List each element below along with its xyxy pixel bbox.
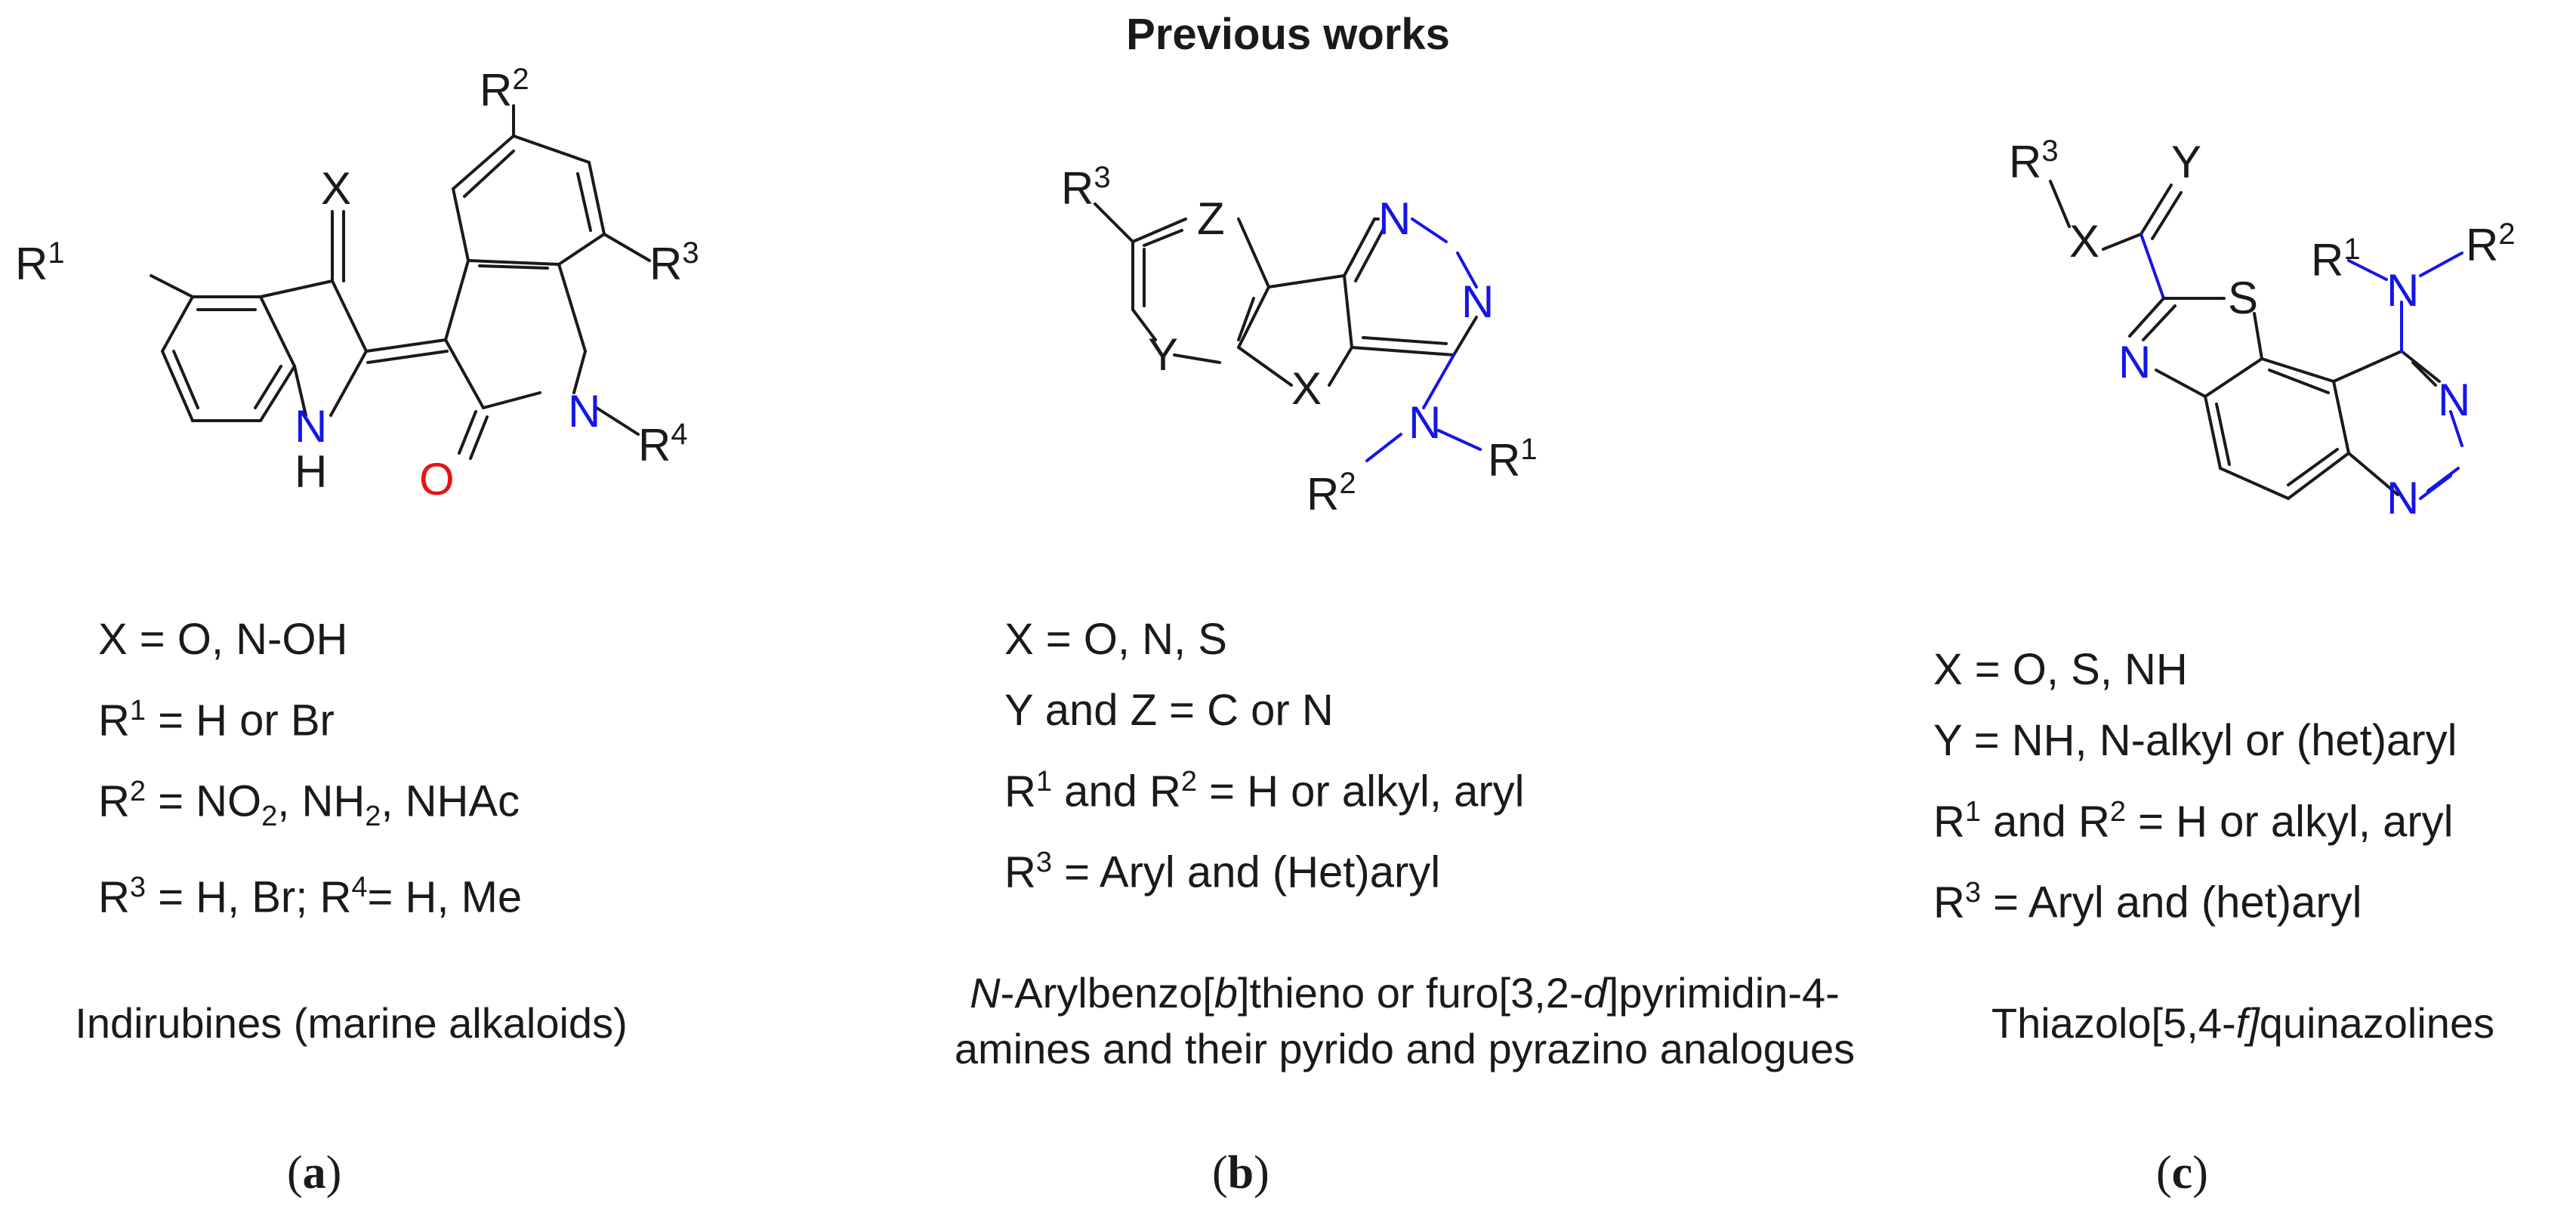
atom-y-label: Y bbox=[1148, 329, 1178, 380]
atom-x-label: X bbox=[321, 163, 351, 214]
atom-n-label: N bbox=[2118, 337, 2151, 387]
atom-n-label: N bbox=[2386, 473, 2419, 523]
atom-x-label: X bbox=[2069, 216, 2099, 267]
panel-label-a: (a) bbox=[287, 1147, 342, 1199]
atom-n-label: N bbox=[1408, 397, 1441, 448]
structure-thiazoloquinazoline: R3 Y X S N R1 R2 N N N bbox=[1964, 98, 2568, 582]
legend-line: R1 and R2 = H or alkyl, aryl bbox=[1004, 766, 1525, 816]
legend-line: R3 = Aryl and (Het)aryl bbox=[1004, 847, 1441, 897]
legend-line: Y and Z = C or N bbox=[1004, 686, 1334, 735]
caption-a: Indirubines (marine alkaloids) bbox=[75, 999, 628, 1047]
caption-b: N-Arylbenzo[b]thieno or furo[3,2-d]pyrim… bbox=[906, 965, 1903, 1077]
structure-benzothienopyrimidine: R3 Z Y X N N N R2 R1 bbox=[1035, 113, 1654, 536]
atom-n-label: N bbox=[1378, 193, 1411, 244]
legend-a: X = O, N-OH R1 = H or Br R2 = NO2, NH2, … bbox=[98, 604, 522, 933]
legend-line: X = O, N-OH bbox=[98, 615, 348, 664]
atom-r1-label: R1 bbox=[2311, 233, 2361, 285]
legend-line: R3 = Aryl and (het)aryl bbox=[1933, 877, 2362, 927]
atom-r2-label: R2 bbox=[1307, 467, 1356, 520]
atom-h-label: H bbox=[295, 446, 327, 497]
legend-line: R2 = NO2, NH2, NHAc bbox=[98, 776, 520, 833]
figure-title: Previous works bbox=[1126, 10, 1450, 59]
atom-r3-label: R3 bbox=[1061, 161, 1111, 214]
atom-n-label: N bbox=[2438, 375, 2470, 425]
structure-indirubin: X R1 R2 R3 R4 N H N O bbox=[0, 63, 740, 604]
atom-r2-label: R2 bbox=[2466, 218, 2516, 270]
legend-line: R3 = H, Br; R4= H, Me bbox=[98, 872, 523, 922]
legend-line: X = O, N, S bbox=[1004, 615, 1227, 664]
legend-c: X = O, S, NH Y = NH, N-alkyl or (het)ary… bbox=[1933, 634, 2457, 939]
legend-line: Y = NH, N-alkyl or (het)aryl bbox=[1933, 716, 2457, 765]
atom-y-label: Y bbox=[2171, 137, 2201, 187]
atom-r2-label: R2 bbox=[480, 63, 529, 116]
atom-n-label: N bbox=[2386, 265, 2419, 316]
atom-r3-label: R3 bbox=[2009, 134, 2059, 187]
legend-line: R1 and R2 = H or alkyl, aryl bbox=[1933, 796, 2454, 847]
atom-r3-label: R3 bbox=[649, 236, 699, 289]
legend-b: X = O, N, S Y and Z = C or N R1 and R2 =… bbox=[1004, 604, 1525, 909]
caption-line: amines and their pyrido and pyrazino ana… bbox=[954, 1025, 1856, 1072]
atom-r4-label: R4 bbox=[638, 418, 688, 471]
atom-n-label: N bbox=[568, 386, 600, 437]
panel-label-b: (b) bbox=[1212, 1147, 1269, 1199]
atom-x-label: X bbox=[1291, 363, 1322, 414]
legend-line: R1 = H or Br bbox=[98, 695, 335, 745]
caption-c: Thiazolo[5,4-f]quinazolines bbox=[1991, 999, 2495, 1047]
atom-r1-label: R1 bbox=[15, 236, 65, 289]
atom-s-label: S bbox=[2228, 273, 2258, 323]
atom-n-label: N bbox=[1461, 276, 1494, 327]
atom-r1-label: R1 bbox=[1488, 433, 1538, 486]
legend-line: X = O, S, NH bbox=[1933, 645, 2188, 694]
atom-o-label: O bbox=[419, 454, 455, 505]
panel-label-c: (c) bbox=[2156, 1147, 2208, 1199]
atom-nh-label: N bbox=[295, 401, 327, 452]
caption-line: N-Arylbenzo[b]thieno or furo[3,2-d]pyrim… bbox=[970, 969, 1840, 1017]
atom-z-label: Z bbox=[1197, 193, 1225, 244]
